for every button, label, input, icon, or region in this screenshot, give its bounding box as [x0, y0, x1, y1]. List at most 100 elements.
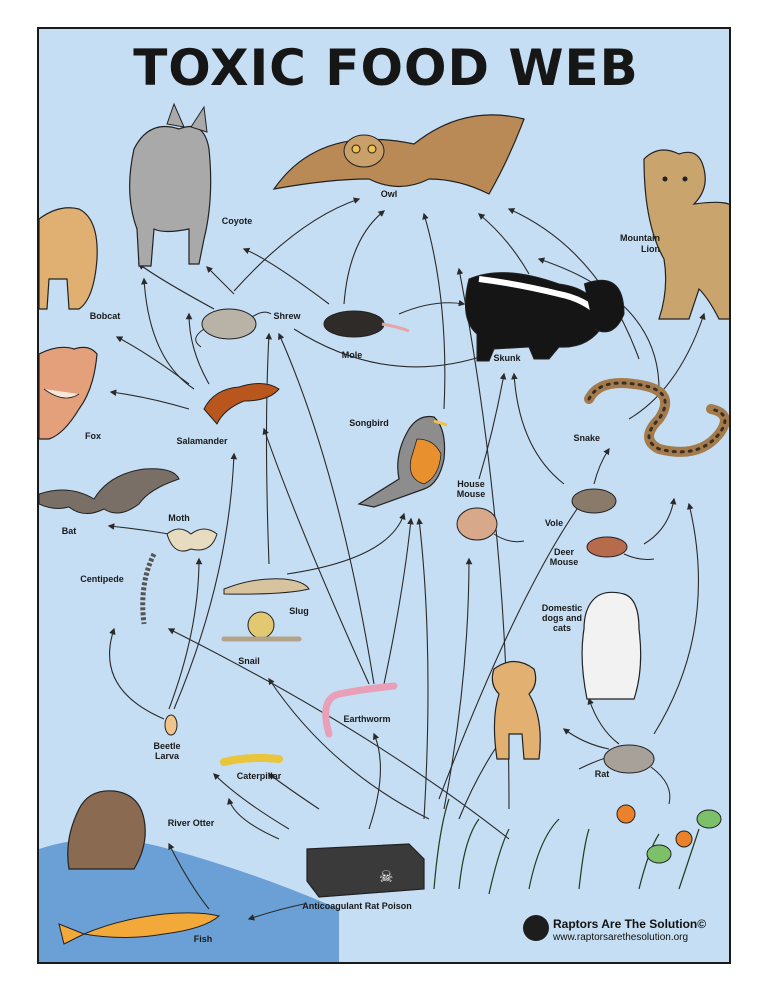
brand-name: Raptors Are The Solution©	[553, 917, 731, 931]
label-bobcat: Bobcat	[90, 311, 121, 321]
arrow-salamander-fox	[111, 392, 189, 409]
owl-illustration	[274, 115, 524, 194]
arrow-mouse-skunk	[479, 374, 504, 479]
snail-illustration	[224, 612, 299, 639]
arrow-songbird-owl	[424, 214, 445, 409]
label-vole: Vole	[545, 518, 563, 528]
arrow-vole-skunk	[514, 374, 564, 484]
moth-illustration	[167, 529, 217, 551]
label-river-otter: River Otter	[168, 818, 215, 828]
label-domestic-2: dogs and	[542, 613, 582, 623]
dog-illustration	[492, 662, 540, 760]
arrow-slug-songbird	[287, 514, 404, 574]
label-snail: Snail	[238, 656, 260, 666]
label-salamander: Salamander	[176, 436, 228, 446]
label-domestic-3: cats	[553, 623, 571, 633]
arrow-salamander-coyote	[144, 279, 194, 389]
rat-illustration	[604, 745, 670, 804]
label-mountain-lion-1: Mountain	[620, 233, 660, 243]
coyote-illustration	[130, 104, 211, 266]
caterpillar-illustration	[224, 758, 279, 762]
arrow-salamander-bobcat	[117, 337, 189, 384]
leaf	[647, 845, 671, 863]
arrow-earthworm-salamander	[264, 429, 369, 684]
arrow-mole-coyote	[244, 249, 329, 304]
songbird-illustration	[359, 417, 447, 508]
rat-poison-box: ☠	[307, 844, 424, 897]
shrew-illustration	[196, 309, 271, 347]
label-songbird: Songbird	[349, 418, 389, 428]
arrow-poison-centipede	[169, 629, 509, 839]
label-deer-mouse-2: Mouse	[550, 557, 579, 567]
leaf	[697, 810, 721, 828]
arrow-mole-skunk-2	[294, 329, 489, 367]
label-earthworm: Earthworm	[343, 714, 390, 724]
label-shrew: Shrew	[273, 311, 301, 321]
arrow-rat-cat	[589, 699, 619, 744]
label-deer-mouse-1: Deer	[554, 547, 575, 557]
food-web-diagram: ☠ Owl Coyote Mountain Lion Bobcat Shrew …	[39, 29, 731, 964]
arrow-deermouse-snake	[644, 499, 674, 544]
earthworm-illustration	[326, 686, 394, 734]
arrow-poison-otter	[229, 799, 279, 839]
arrow-beetle-centipede	[110, 629, 164, 719]
slug-illustration	[224, 579, 309, 594]
arrow-rat-snake	[654, 504, 698, 734]
salamander-illustration	[204, 383, 279, 424]
arrow-poison-earthworm	[369, 734, 380, 829]
label-rat: Rat	[595, 769, 610, 779]
arrow-vole-snake	[594, 449, 609, 484]
label-poison: Anticoagulant Rat Poison	[302, 901, 412, 911]
mole-illustration	[324, 311, 409, 337]
arrow-beetle-salamander	[174, 454, 234, 709]
skunk-illustration	[465, 273, 624, 361]
arrow-earthworm-shrew	[279, 334, 374, 684]
bat-illustration	[39, 469, 179, 514]
label-coyote: Coyote	[222, 216, 253, 226]
arrow-poison-mouse	[444, 559, 469, 809]
arrow-poison-vole	[439, 499, 584, 799]
arrow-skunk-owl	[479, 214, 529, 274]
label-bat: Bat	[62, 526, 77, 536]
label-caterpillar: Caterpillar	[237, 771, 282, 781]
label-house-mouse-2: Mouse	[457, 489, 486, 499]
skull-icon: ☠	[379, 869, 393, 886]
arrow-shrew-owl	[234, 199, 359, 291]
centipede-illustration	[143, 554, 154, 624]
arrow-earthworm-songbird	[384, 519, 411, 684]
arrow-beetle-moth	[169, 559, 199, 709]
house-mouse-illustration	[457, 508, 524, 542]
label-fox: Fox	[85, 431, 101, 441]
label-owl: Owl	[381, 189, 398, 199]
label-slug: Slug	[289, 606, 309, 616]
arrow-shrew-bobcat	[139, 264, 214, 309]
label-house-mouse-1: House	[457, 479, 485, 489]
river-otter-illustration	[68, 791, 146, 869]
label-beetle-larva-2: Larva	[155, 751, 180, 761]
label-skunk: Skunk	[493, 353, 521, 363]
arrow-slug-shrew	[267, 334, 270, 564]
label-mountain-lion-2: Lion	[641, 244, 660, 254]
cat-illustration	[582, 592, 641, 699]
fox-illustration	[39, 347, 97, 439]
deer-mouse-illustration	[587, 537, 654, 559]
label-beetle-larva-1: Beetle	[153, 741, 180, 751]
brand-url[interactable]: www.raptorsarethesolution.org	[553, 932, 731, 943]
raptor-logo-icon	[523, 915, 549, 941]
arrow-mole-owl	[344, 211, 384, 304]
label-centipede: Centipede	[80, 574, 124, 584]
beetle-larva-illustration	[165, 715, 177, 735]
snake-illustration	[589, 383, 725, 452]
label-domestic-1: Domestic	[542, 603, 583, 613]
label-snake: Snake	[573, 433, 600, 443]
label-moth: Moth	[168, 513, 190, 523]
bobcat-illustration	[39, 208, 97, 309]
poster: TOXIC FOOD WEB	[37, 27, 731, 964]
arrow-shrew-coyote	[207, 267, 234, 294]
flower	[676, 831, 692, 847]
arrow-rat-dog	[564, 729, 609, 749]
vole-illustration	[572, 489, 616, 513]
arrow-mole-skunk	[399, 303, 464, 314]
label-fish: Fish	[194, 934, 213, 944]
label-mole: Mole	[342, 350, 363, 360]
